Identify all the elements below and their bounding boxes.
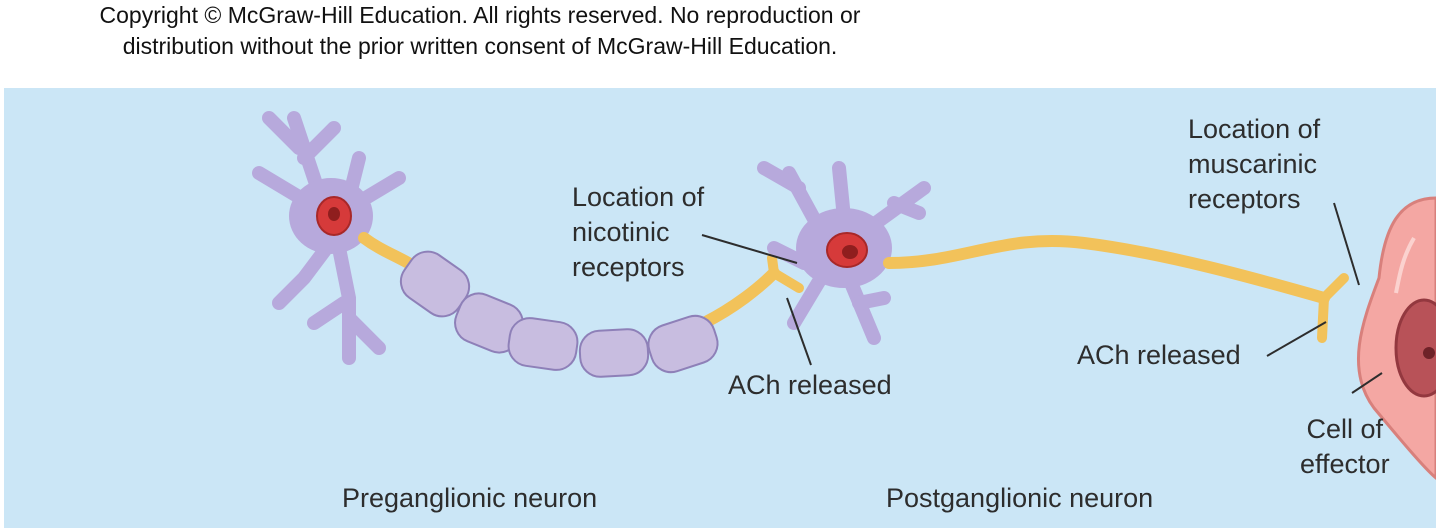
neuron-diagram: [252, 111, 1436, 480]
postganglionic-axon: [883, 234, 1349, 343]
myelin-sheath: [399, 250, 719, 378]
nicotinic-receptors-label: Location of nicotinic receptors: [572, 182, 705, 282]
muscarinic-receptors-label: Location of muscarinic receptors: [1188, 114, 1321, 214]
ach-released-label-2: ACh released: [1077, 340, 1241, 370]
preganglionic-neuron-label: Preganglionic neuron: [342, 483, 598, 513]
effector-cell: [1356, 196, 1436, 480]
effector-cell-label: Cell of effector: [1300, 414, 1390, 479]
diagram-panel: Location of nicotinic receptors Location…: [4, 88, 1436, 528]
postganglionic-cell-body: [757, 161, 931, 345]
preganglionic-cell-body: [252, 111, 406, 365]
leader-lines: [701, 202, 1383, 394]
copyright-notice: Copyright © McGraw-Hill Education. All r…: [0, 0, 960, 62]
ach-released-label-1: ACh released: [728, 370, 892, 400]
postganglionic-neuron-label: Postganglionic neuron: [886, 483, 1154, 513]
copyright-line-2: distribution without the prior written c…: [122, 33, 838, 59]
copyright-line-1: Copyright © McGraw-Hill Education. All r…: [99, 2, 861, 28]
